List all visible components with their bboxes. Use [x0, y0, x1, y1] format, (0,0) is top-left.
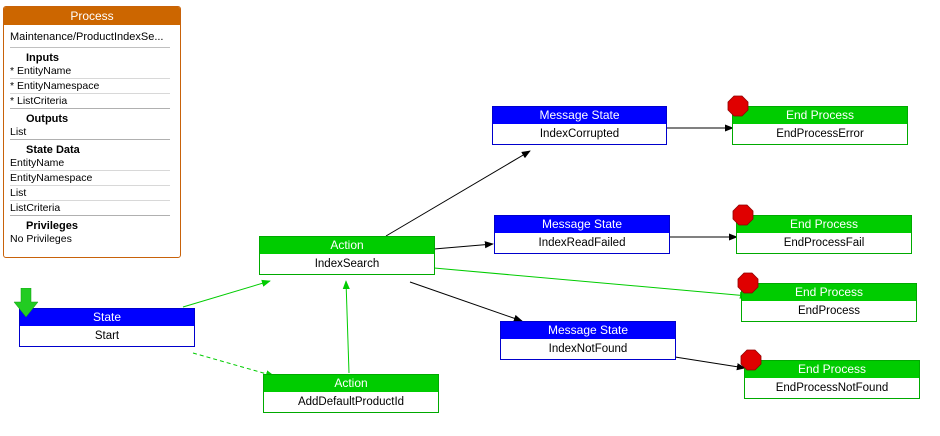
node-type-label: Message State: [493, 107, 666, 124]
node-type-label: State: [20, 309, 194, 326]
privilege-item: No Privileges: [10, 233, 72, 245]
node-end-process-error[interactable]: End Process EndProcessError: [732, 106, 908, 145]
process-panel-title: Process: [4, 7, 180, 25]
process-name: Maintenance/ProductIndexSe...: [10, 29, 170, 48]
node-index-read-failed[interactable]: Message State IndexReadFailed: [494, 215, 670, 254]
edge-notfound-endnotfound: [674, 356, 746, 371]
edge-start-indexsearch: [182, 279, 271, 308]
state-data-item: ListCriteria: [10, 201, 170, 216]
input-item: * EntityNamespace: [10, 79, 170, 94]
stop-sign-icon: [740, 349, 762, 371]
node-add-default-product-id[interactable]: Action AddDefaultProductId: [263, 374, 439, 413]
process-panel: Process Maintenance/ProductIndexSe... In…: [3, 6, 181, 258]
stop-sign-icon: [737, 272, 759, 294]
state-data-title: State Data: [26, 144, 80, 156]
node-type-label: End Process: [733, 107, 907, 124]
edge-indexsearch-notfound: [409, 281, 523, 322]
node-label: Start: [94, 330, 120, 342]
node-label: IndexSearch: [314, 258, 380, 270]
node-type-label: Message State: [501, 322, 675, 339]
node-label: IndexCorrupted: [539, 128, 620, 140]
node-type-label: Action: [260, 237, 434, 254]
node-type-label: End Process: [742, 284, 916, 301]
node-type-label: Message State: [495, 216, 669, 233]
node-end-process-fail[interactable]: End Process EndProcessFail: [736, 215, 912, 254]
start-arrow-icon: [13, 288, 39, 318]
privileges-section: Privileges No Privileges: [10, 220, 174, 246]
stop-sign-icon: [732, 204, 754, 226]
node-index-corrupted[interactable]: Message State IndexCorrupted: [492, 106, 667, 145]
input-item: * EntityName: [10, 64, 170, 79]
output-item: List: [10, 125, 170, 140]
node-start[interactable]: State Start: [19, 308, 195, 347]
node-index-search[interactable]: Action IndexSearch: [259, 236, 435, 275]
node-label: EndProcessError: [776, 128, 864, 140]
node-type-label: End Process: [737, 216, 911, 233]
state-data-section: State Data EntityName EntityNamespace Li…: [10, 144, 174, 216]
edge-adddefault-indexsearch: [342, 280, 350, 374]
node-type-label: Action: [264, 375, 438, 392]
privileges-title: Privileges: [26, 220, 78, 232]
state-data-item: EntityName: [10, 156, 170, 171]
stop-sign-icon: [727, 95, 749, 117]
state-data-item: EntityNamespace: [10, 171, 170, 186]
node-type-label: End Process: [745, 361, 919, 378]
node-end-process[interactable]: End Process EndProcess: [741, 283, 917, 322]
node-label: EndProcess: [797, 305, 860, 317]
node-label: AddDefaultProductId: [297, 396, 405, 408]
inputs-section: Inputs * EntityName * EntityNamespace * …: [10, 52, 174, 109]
node-end-process-not-found[interactable]: End Process EndProcessNotFound: [744, 360, 920, 399]
node-index-not-found[interactable]: Message State IndexNotFound: [500, 321, 676, 360]
node-label: EndProcessFail: [783, 237, 865, 249]
outputs-title: Outputs: [26, 113, 69, 125]
node-label: EndProcessNotFound: [775, 382, 889, 394]
state-data-item: List: [10, 186, 170, 201]
inputs-title: Inputs: [26, 52, 59, 64]
input-item: * ListCriteria: [10, 94, 170, 109]
outputs-section: Outputs List: [10, 113, 174, 140]
node-label: IndexReadFailed: [538, 237, 626, 249]
node-label: IndexNotFound: [548, 343, 628, 355]
edge-indexsearch-corrupted: [385, 150, 531, 237]
edge-indexsearch-readfailed: [433, 241, 494, 250]
edge-start-adddefault: [192, 352, 275, 378]
edge-indexsearch-endprocess: [433, 267, 749, 299]
